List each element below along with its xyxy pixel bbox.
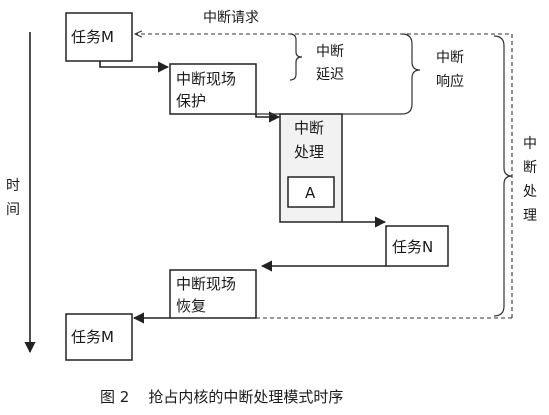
interrupt-request-label: 中断请求 [203, 10, 259, 26]
interrupt-handling-box: 中断 处理 A [279, 113, 343, 223]
interrupt-handling-v3: 处 [523, 184, 537, 200]
task-m-bottom-label: 任务M [71, 328, 114, 346]
handling-line2: 处理 [294, 143, 324, 161]
task-n-label: 任务N [392, 238, 433, 256]
arrow-to-save-context [99, 61, 170, 73]
restore-context-line1: 中断现场 [176, 275, 236, 293]
interrupt-response-line2: 响应 [436, 73, 464, 90]
restore-context-line2: 恢复 [176, 297, 206, 315]
time-axis-label-1: 时 [6, 178, 20, 194]
interrupt-handling-brace: 中 断 处 理 [493, 35, 537, 317]
interrupt-delay-line2: 延迟 [316, 67, 344, 83]
task-m-bottom-box: 任务M [65, 313, 133, 361]
handling-line1: 中断 [294, 119, 324, 137]
task-n-box: 任务N [385, 225, 449, 267]
interrupt-handling-v2: 断 [523, 160, 537, 176]
a-box-label: A [305, 184, 316, 202]
time-axis-label-2: 间 [6, 202, 20, 218]
task-m-top-box: 任务M [65, 12, 133, 62]
interrupt-delay-brace: 中断 延迟 [289, 33, 344, 83]
restore-context-box: 中断现场 恢复 [169, 269, 257, 319]
interrupt-delay-line1: 中断 [316, 44, 344, 60]
save-context-box: 中断现场 保护 [169, 63, 257, 115]
save-context-line2: 保护 [176, 92, 206, 110]
time-axis: 时 间 [6, 32, 36, 354]
save-context-line1: 中断现场 [176, 70, 236, 88]
task-m-top-label: 任务M [71, 28, 114, 46]
interrupt-request-path: 中断请求 [135, 10, 513, 318]
interrupt-handling-v1: 中 [523, 136, 537, 152]
arrow-to-handling [255, 111, 281, 123]
interrupt-response-brace: 中断 响应 [256, 33, 464, 115]
interrupt-response-line1: 中断 [436, 50, 464, 66]
interrupt-handling-v4: 理 [523, 208, 537, 224]
figure-caption: 图 2 抢占内核的中断处理模式时序 [100, 388, 343, 406]
